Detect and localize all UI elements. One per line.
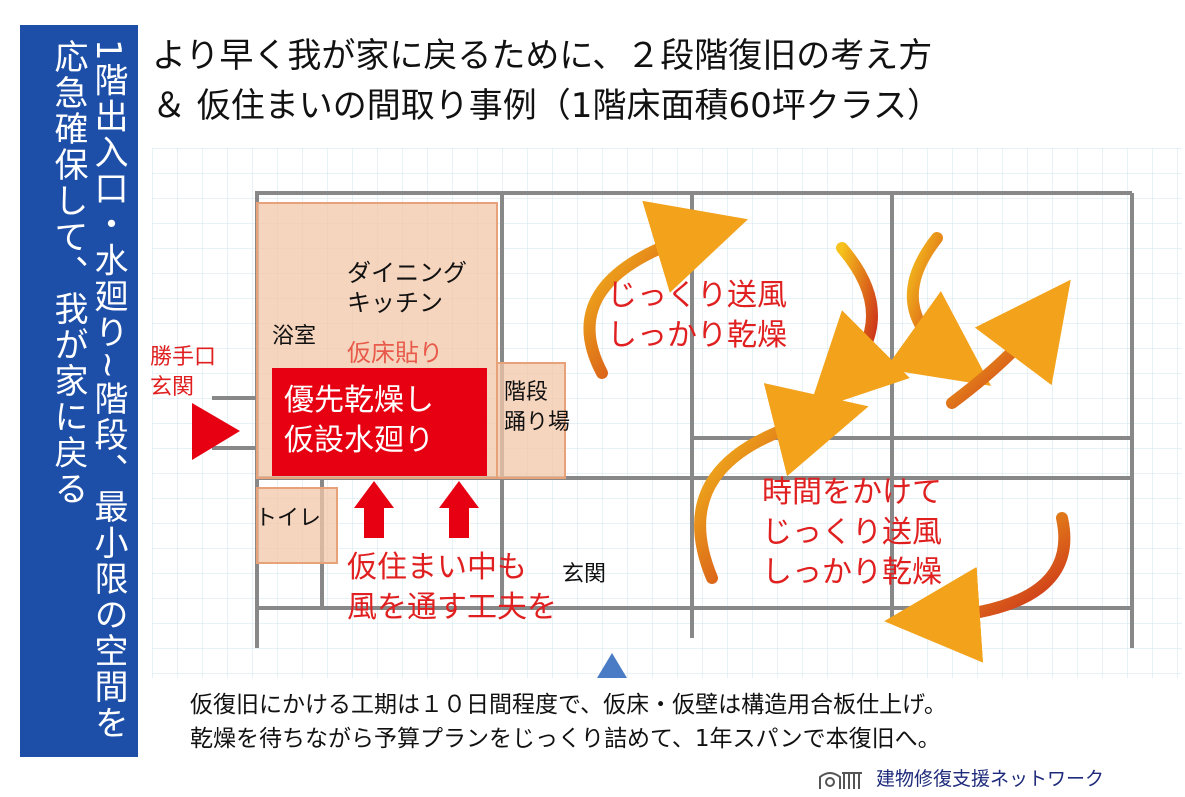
bottom-note-line-2: 乾燥を待ちながら予算プランをじっくり詰めて、1年スパンで本復旧へ。: [190, 726, 941, 752]
side-banner-text: 1階出入口・水廻り~階段、最小限の空間を応急確保して、我が家に戻る: [48, 39, 128, 742]
up-arrow-left: [354, 481, 394, 538]
ventilation-arcs: [583, 200, 1071, 663]
up-arrow-right: [439, 481, 479, 538]
toilet-area: [256, 487, 338, 564]
footer-org-name: 建物修復支援ネットワーク: [876, 768, 1105, 790]
bottom-note: 仮復旧にかける工期は１０日間程度で、仮床・仮壁は構造用合板仕上げ。 乾燥を待ちな…: [190, 688, 947, 756]
label-toilet: トイレ: [255, 506, 322, 531]
title-line-2: ＆ 仮住まいの間取り事例（1階床面積60坪クラス）: [152, 86, 942, 126]
label-dining-kitchen: ダイニング キッチン: [347, 259, 467, 317]
floor-plan-drawing: [152, 148, 1182, 678]
floor-plan: ダイニング キッチン 浴室 仮床貼り 勝手口 玄関 優先乾燥し 仮設水廻り 階段…: [150, 148, 1182, 678]
label-entrance: 玄関: [562, 562, 607, 587]
label-bath: 浴室: [272, 324, 317, 349]
label-temp-floor: 仮床貼り: [347, 339, 443, 367]
front-entrance-marker: [597, 653, 627, 678]
entrance-pointer: [192, 403, 240, 460]
title-line-1: より早く我が家に戻るために、２段階復旧の考え方: [152, 36, 933, 76]
stairs-area: [496, 362, 566, 479]
organization-logo-icon: [819, 771, 862, 789]
label-priority-drying: 優先乾燥し 仮設水廻り: [284, 383, 434, 458]
label-drying-2: 時間をかけて じっくり送風 しっかり乾燥: [762, 475, 942, 590]
side-banner: 1階出入口・水廻り~階段、最小限の空間を応急確保して、我が家に戻る: [20, 25, 138, 757]
label-drying-1: じっくり送風 しっかり乾燥: [607, 278, 787, 353]
label-stairs: 階段 踊り場: [504, 380, 571, 435]
priority-area: [272, 368, 487, 476]
bottom-note-line-1: 仮復旧にかける工期は１０日間程度で、仮床・仮壁は構造用合板仕上げ。: [190, 692, 947, 718]
label-back-entrance: 勝手口 玄関: [150, 345, 217, 400]
footer: 建物修復支援ネットワーク: [818, 764, 1104, 791]
label-ventilation-note: 仮住まい中も 風を通す工夫を: [347, 550, 557, 625]
